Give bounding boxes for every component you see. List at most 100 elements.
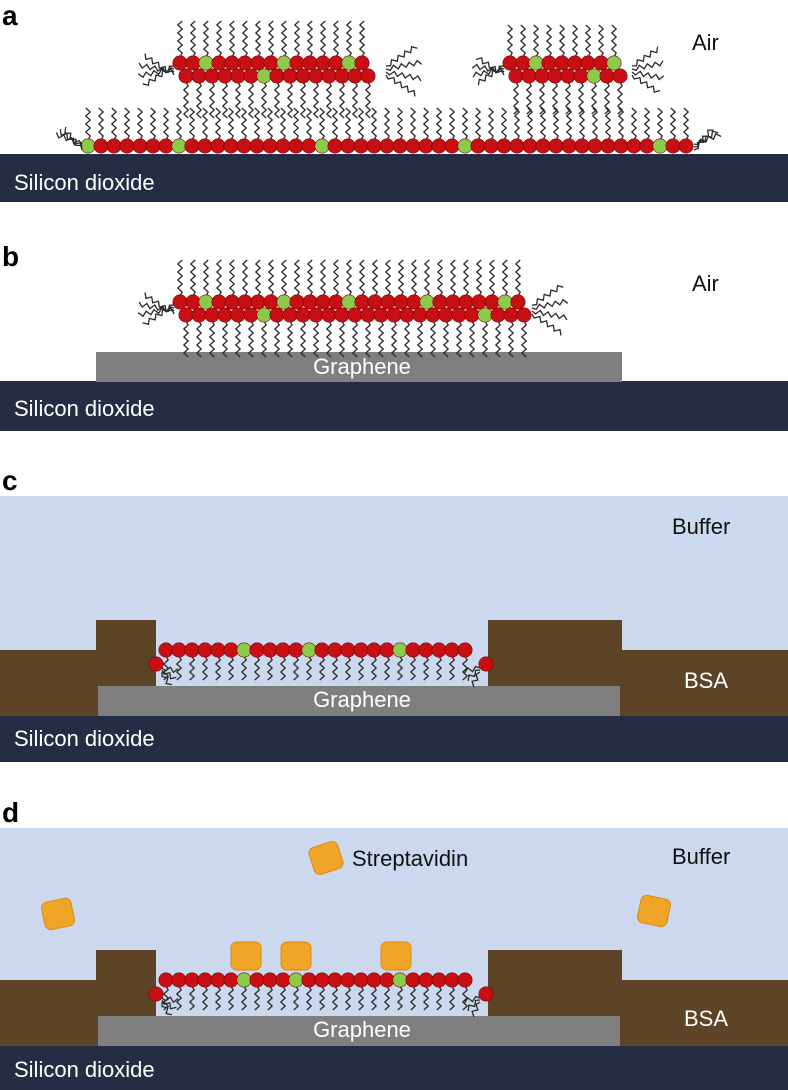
lipid-tail	[423, 107, 429, 141]
panel-a-medium-label: Air	[692, 30, 719, 55]
lipid-tail	[124, 107, 130, 141]
lipid-head	[289, 294, 305, 310]
lipid-head	[626, 138, 642, 154]
lipid-tail	[228, 655, 234, 681]
lipid-tail	[371, 985, 377, 1011]
lipid-head	[132, 138, 148, 154]
lipid-head	[282, 68, 298, 84]
lipid-tail	[332, 107, 338, 141]
lipid-tail	[306, 655, 312, 681]
lipid-head	[340, 642, 356, 658]
lipid-tail	[215, 985, 221, 1011]
lipid-tail	[319, 985, 325, 1011]
lipid-head	[250, 294, 266, 310]
lipid-tail	[161, 669, 177, 680]
lipid-head	[178, 307, 194, 323]
lipid-tail	[552, 81, 558, 115]
lipid-tail	[98, 107, 104, 141]
lipid-head	[496, 138, 512, 154]
biotin-lipid-head	[341, 55, 357, 71]
lipid-tail	[385, 74, 416, 97]
lipid-head	[302, 55, 318, 71]
lipid-head	[249, 642, 265, 658]
lipid-head	[613, 138, 629, 154]
biotin-lipid-head	[276, 55, 292, 71]
lipid-head	[567, 55, 583, 71]
bound-streptavidin	[380, 941, 412, 971]
lipid-tail	[693, 130, 719, 148]
lipid-tail	[631, 60, 664, 72]
lipid-tail	[242, 259, 248, 297]
lipid-tail	[190, 259, 196, 297]
lipid-head	[184, 972, 200, 988]
lipid-tail	[436, 107, 442, 141]
lipid-tail	[424, 259, 430, 297]
panel-b-medium-label: Air	[692, 271, 719, 296]
panel-d-label: d	[2, 797, 19, 828]
lipid-head	[554, 55, 570, 71]
biotin-lipid-head	[457, 138, 473, 154]
lipid-head	[600, 138, 616, 154]
lipid-tail	[384, 985, 390, 1011]
lipid-tail	[531, 313, 562, 336]
panel-c-silicon-dioxide-substrate	[0, 716, 788, 762]
lipid-head	[379, 642, 395, 658]
lipid-head	[327, 138, 343, 154]
lipid-head	[314, 642, 330, 658]
lipid-tail	[235, 320, 241, 358]
lipid-tail	[183, 81, 189, 119]
lipid-tail	[385, 70, 422, 82]
lipid-tail	[397, 107, 403, 141]
lipid-head	[432, 294, 448, 310]
lipid-head	[288, 138, 304, 154]
lipid-tail	[280, 655, 286, 681]
lipid-head	[445, 294, 461, 310]
lipid-tail	[274, 320, 280, 358]
lipid-tail	[531, 309, 568, 321]
lipid-head	[347, 68, 363, 84]
biotin-lipid-head	[419, 294, 435, 310]
lipid-head	[347, 307, 363, 323]
biotin-lipid-head	[288, 972, 304, 988]
lipid-tail	[307, 259, 313, 297]
lipid-head	[217, 68, 233, 84]
lipid-head	[478, 656, 494, 672]
lipid-head	[560, 68, 576, 84]
lipid-head	[515, 55, 531, 71]
lipid-tail	[216, 259, 222, 297]
lipid-head	[373, 307, 389, 323]
lipid-tail	[215, 107, 221, 141]
lipid-tail	[287, 320, 293, 358]
lipid-tail	[520, 24, 526, 58]
lipid-head	[483, 138, 499, 154]
lipid-tail	[242, 20, 248, 58]
lipid-head	[178, 68, 194, 84]
lipid-tail	[476, 259, 482, 297]
lipid-tail	[161, 1001, 173, 1016]
lipid-tail	[274, 81, 280, 119]
free-streptavidin	[41, 897, 75, 931]
lipid-head	[353, 972, 369, 988]
lipid-tail	[507, 24, 513, 58]
lipid-head	[295, 307, 311, 323]
lipid-tail	[533, 24, 539, 58]
lipid-tail	[267, 655, 273, 681]
lipid-tail	[190, 20, 196, 58]
lipid-head	[470, 138, 486, 154]
panel-c-substrate-label: Silicon dioxide	[14, 726, 155, 751]
lipid-tail	[358, 655, 364, 681]
lipid-tail	[578, 81, 584, 115]
panel-d-blocker-label: BSA	[684, 1006, 728, 1031]
lipid-head	[282, 307, 298, 323]
panel-a-silicon-dioxide-substrate	[0, 154, 788, 202]
lipid-tail	[280, 985, 286, 1011]
panel-c-blocker-label: BSA	[684, 668, 728, 693]
lipid-head	[379, 972, 395, 988]
panel-d-substrate-label: Silicon dioxide	[14, 1057, 155, 1082]
panel-d-graphene-label: Graphene	[313, 1017, 411, 1042]
lipid-tail	[333, 20, 339, 58]
lipid-tail	[372, 259, 378, 297]
lipid-tail	[144, 53, 175, 76]
lipid-head	[425, 307, 441, 323]
